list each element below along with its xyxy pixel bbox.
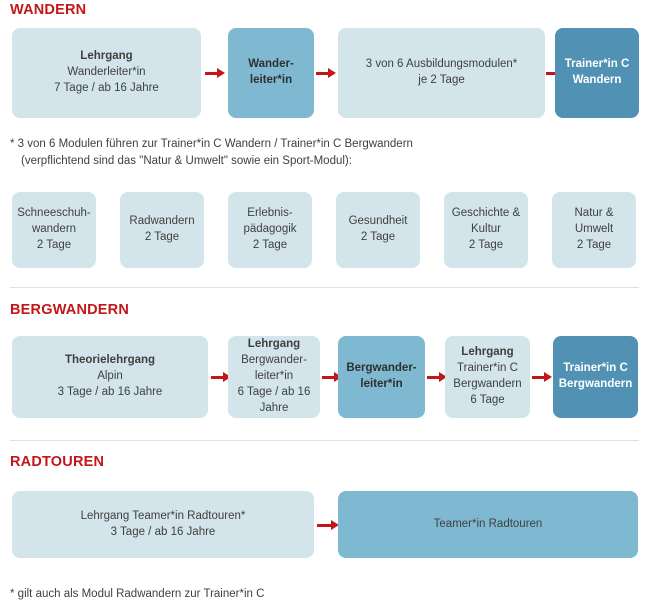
flow-box-line: Bergwandern — [558, 378, 633, 390]
section-divider — [10, 440, 639, 441]
section-divider — [10, 287, 639, 288]
module-line: Erlebnis- — [247, 207, 293, 220]
flow-box-radtouren-2: Teamer*in Radtouren — [338, 491, 638, 558]
flow-box-line: je 2 Tage — [418, 74, 465, 86]
module-line: 2 Tage — [252, 238, 288, 251]
flow-box-line: Wanderleiter*in — [67, 66, 146, 79]
flow-box-line: Lehrgang — [80, 50, 133, 63]
arrow-right-icon — [316, 68, 336, 78]
flow-box-line: Trainer*in C — [457, 362, 518, 375]
module-line: 2 Tage — [144, 231, 180, 243]
module-line: 2 Tage — [576, 238, 612, 251]
flow-box-line: Trainer*in C — [563, 362, 628, 375]
module-box-gesundheit: Gesundheit 2 Tage — [336, 192, 420, 268]
flow-box-line: 3 von 6 Ausbildungsmodulen* — [365, 58, 518, 71]
arrow-right-icon — [205, 68, 225, 78]
flow-box-wandern-2: Wander- leiter*in — [228, 28, 314, 118]
flow-box-line: leiter*in — [254, 370, 294, 383]
section-heading-radtouren: RADTOUREN — [10, 454, 105, 470]
flow-box-line: 6 Tage / ab 16 — [237, 385, 311, 398]
flow-box-line: leiter*in — [360, 378, 403, 390]
module-box-geschichte-kultur: Geschichte & Kultur 2 Tage — [444, 192, 528, 268]
flow-box-line: Wandern — [572, 74, 622, 86]
flow-box-line: Bergwandern — [453, 378, 522, 390]
section-heading-bergwandern: BERGWANDERN — [10, 302, 130, 318]
module-line: Umwelt — [574, 223, 614, 236]
module-box-erlebnispaedagogik: Erlebnis- pädagogik 2 Tage — [228, 192, 312, 268]
flow-box-bergwandern-3: Bergwander- leiter*in — [338, 336, 425, 418]
flow-box-line: Lehrgang — [461, 346, 514, 359]
flow-box-line: Alpin — [97, 370, 123, 383]
arrow-right-icon — [532, 372, 552, 382]
module-line: Schneeschuh- — [17, 207, 91, 220]
note-line-1: * 3 von 6 Modulen führen zur Trainer*in … — [10, 138, 413, 150]
flow-box-bergwandern-5: Trainer*in C Bergwandern — [553, 336, 638, 418]
module-box-natur-umwelt: Natur & Umwelt 2 Tage — [552, 192, 636, 268]
note-radtouren: * gilt auch als Modul Radwandern zur Tra… — [10, 588, 265, 600]
flow-box-line: 3 Tage / ab 16 Jahre — [110, 525, 216, 538]
module-box-schneeschuhwandern: Schneeschuh- wandern 2 Tage — [12, 192, 96, 268]
flow-box-line: Bergwander- — [241, 354, 307, 367]
flow-box-line: 7 Tage / ab 16 Jahre — [54, 81, 159, 94]
module-line: wandern — [31, 223, 77, 236]
flow-box-line: Trainer*in C — [564, 58, 630, 71]
section-heading-wandern: WANDERN — [10, 2, 87, 18]
module-line: 2 Tage — [360, 231, 396, 243]
module-line: pädagogik — [243, 223, 297, 236]
flow-box-line: Lehrgang Teamer*in Radtouren* — [80, 509, 246, 522]
note-line-2: (verpflichtend sind das "Natur & Umwelt"… — [21, 154, 352, 167]
arrow-right-icon — [427, 372, 447, 382]
module-line: 2 Tage — [468, 238, 504, 251]
note-wandern-modules: * 3 von 6 Modulen führen zur Trainer*in … — [10, 136, 413, 169]
flow-box-line: Theorielehrgang — [64, 354, 156, 367]
arrow-right-icon — [211, 372, 231, 382]
flow-box-line: Lehrgang — [247, 338, 301, 351]
flow-box-line: Teamer*in Radtouren — [433, 517, 543, 530]
module-line: Radwandern — [129, 215, 195, 228]
flow-box-line: 3 Tage / ab 16 Jahre — [57, 385, 163, 398]
module-box-radwandern: Radwandern 2 Tage — [120, 192, 204, 268]
flow-box-bergwandern-4: Lehrgang Trainer*in C Bergwandern 6 Tage — [445, 336, 530, 418]
module-line: 2 Tage — [36, 238, 72, 251]
module-line: Kultur — [470, 223, 502, 236]
flow-box-line: Jahre — [259, 401, 289, 414]
module-line: Natur & — [574, 207, 614, 220]
flow-box-line: Bergwander- — [346, 362, 417, 375]
flow-box-line: 6 Tage — [470, 393, 505, 406]
flow-box-bergwandern-2: Lehrgang Bergwander- leiter*in 6 Tage / … — [228, 336, 320, 418]
flow-box-wandern-1: Lehrgang Wanderleiter*in 7 Tage / ab 16 … — [12, 28, 201, 118]
flow-box-wandern-3: 3 von 6 Ausbildungsmodulen* je 2 Tage — [338, 28, 545, 118]
flow-box-radtouren-1: Lehrgang Teamer*in Radtouren* 3 Tage / a… — [12, 491, 314, 558]
flow-box-line: Wander- — [248, 58, 294, 71]
flow-box-wandern-4: Trainer*in C Wandern — [555, 28, 639, 118]
module-line: Gesundheit — [348, 215, 408, 228]
module-line: Geschichte & — [451, 207, 521, 220]
arrow-right-icon — [317, 520, 339, 530]
flow-box-bergwandern-1: Theorielehrgang Alpin 3 Tage / ab 16 Jah… — [12, 336, 208, 418]
flow-box-line: leiter*in — [249, 74, 293, 86]
